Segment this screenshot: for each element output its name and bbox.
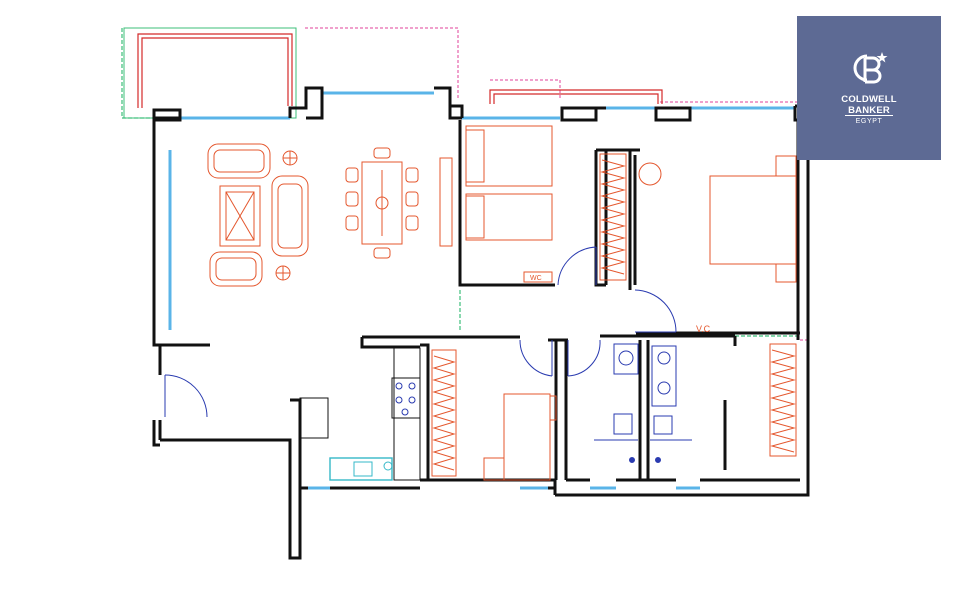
logo-line-coldwell: COLDWELL [841, 94, 897, 105]
star-icon [876, 52, 888, 63]
windows [168, 91, 795, 490]
wardrobes [431, 153, 797, 477]
kitchen [299, 347, 421, 481]
walls [152, 86, 810, 560]
logo-line-banker: BANKER [848, 105, 890, 116]
bedroom-furniture [465, 125, 797, 481]
logo-divider [845, 115, 893, 116]
wc-label-bedroom: WC [530, 275, 542, 282]
bathrooms [594, 343, 692, 463]
doors [164, 246, 677, 418]
logo-line-egypt: EGYPT [855, 118, 883, 125]
balcony [123, 27, 663, 119]
living-room-furniture [207, 143, 453, 287]
wc-labels: WC V.C [530, 275, 711, 334]
wc-label-master: V.C [696, 324, 711, 334]
coldwell-banker-logo-icon [853, 52, 888, 84]
coldwell-banker-logo: COLDWELL BANKER EGYPT [797, 16, 941, 160]
